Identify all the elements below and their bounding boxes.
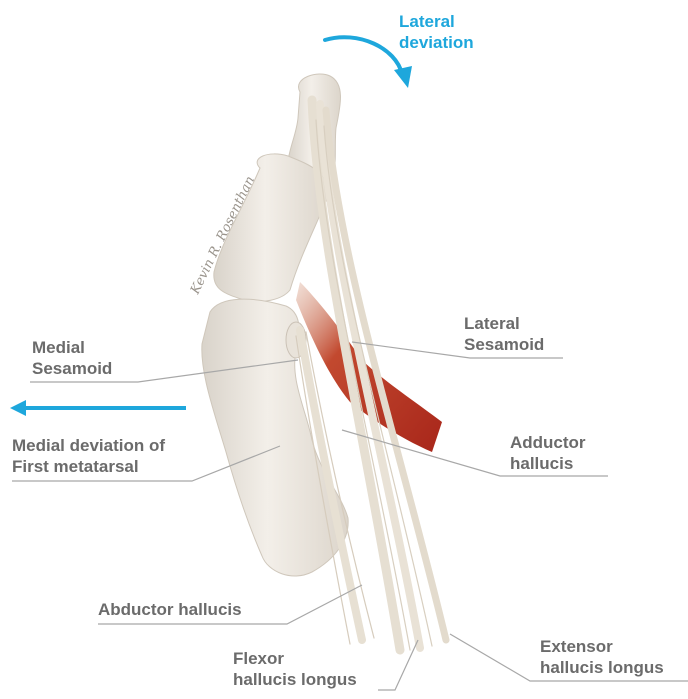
label-abductor-hallucis: Abductor hallucis: [98, 599, 242, 620]
lateral-deviation-arrow: [325, 37, 402, 74]
lateral-deviation-arrowhead: [394, 66, 412, 88]
medial-deviation-arrowhead: [10, 400, 26, 416]
